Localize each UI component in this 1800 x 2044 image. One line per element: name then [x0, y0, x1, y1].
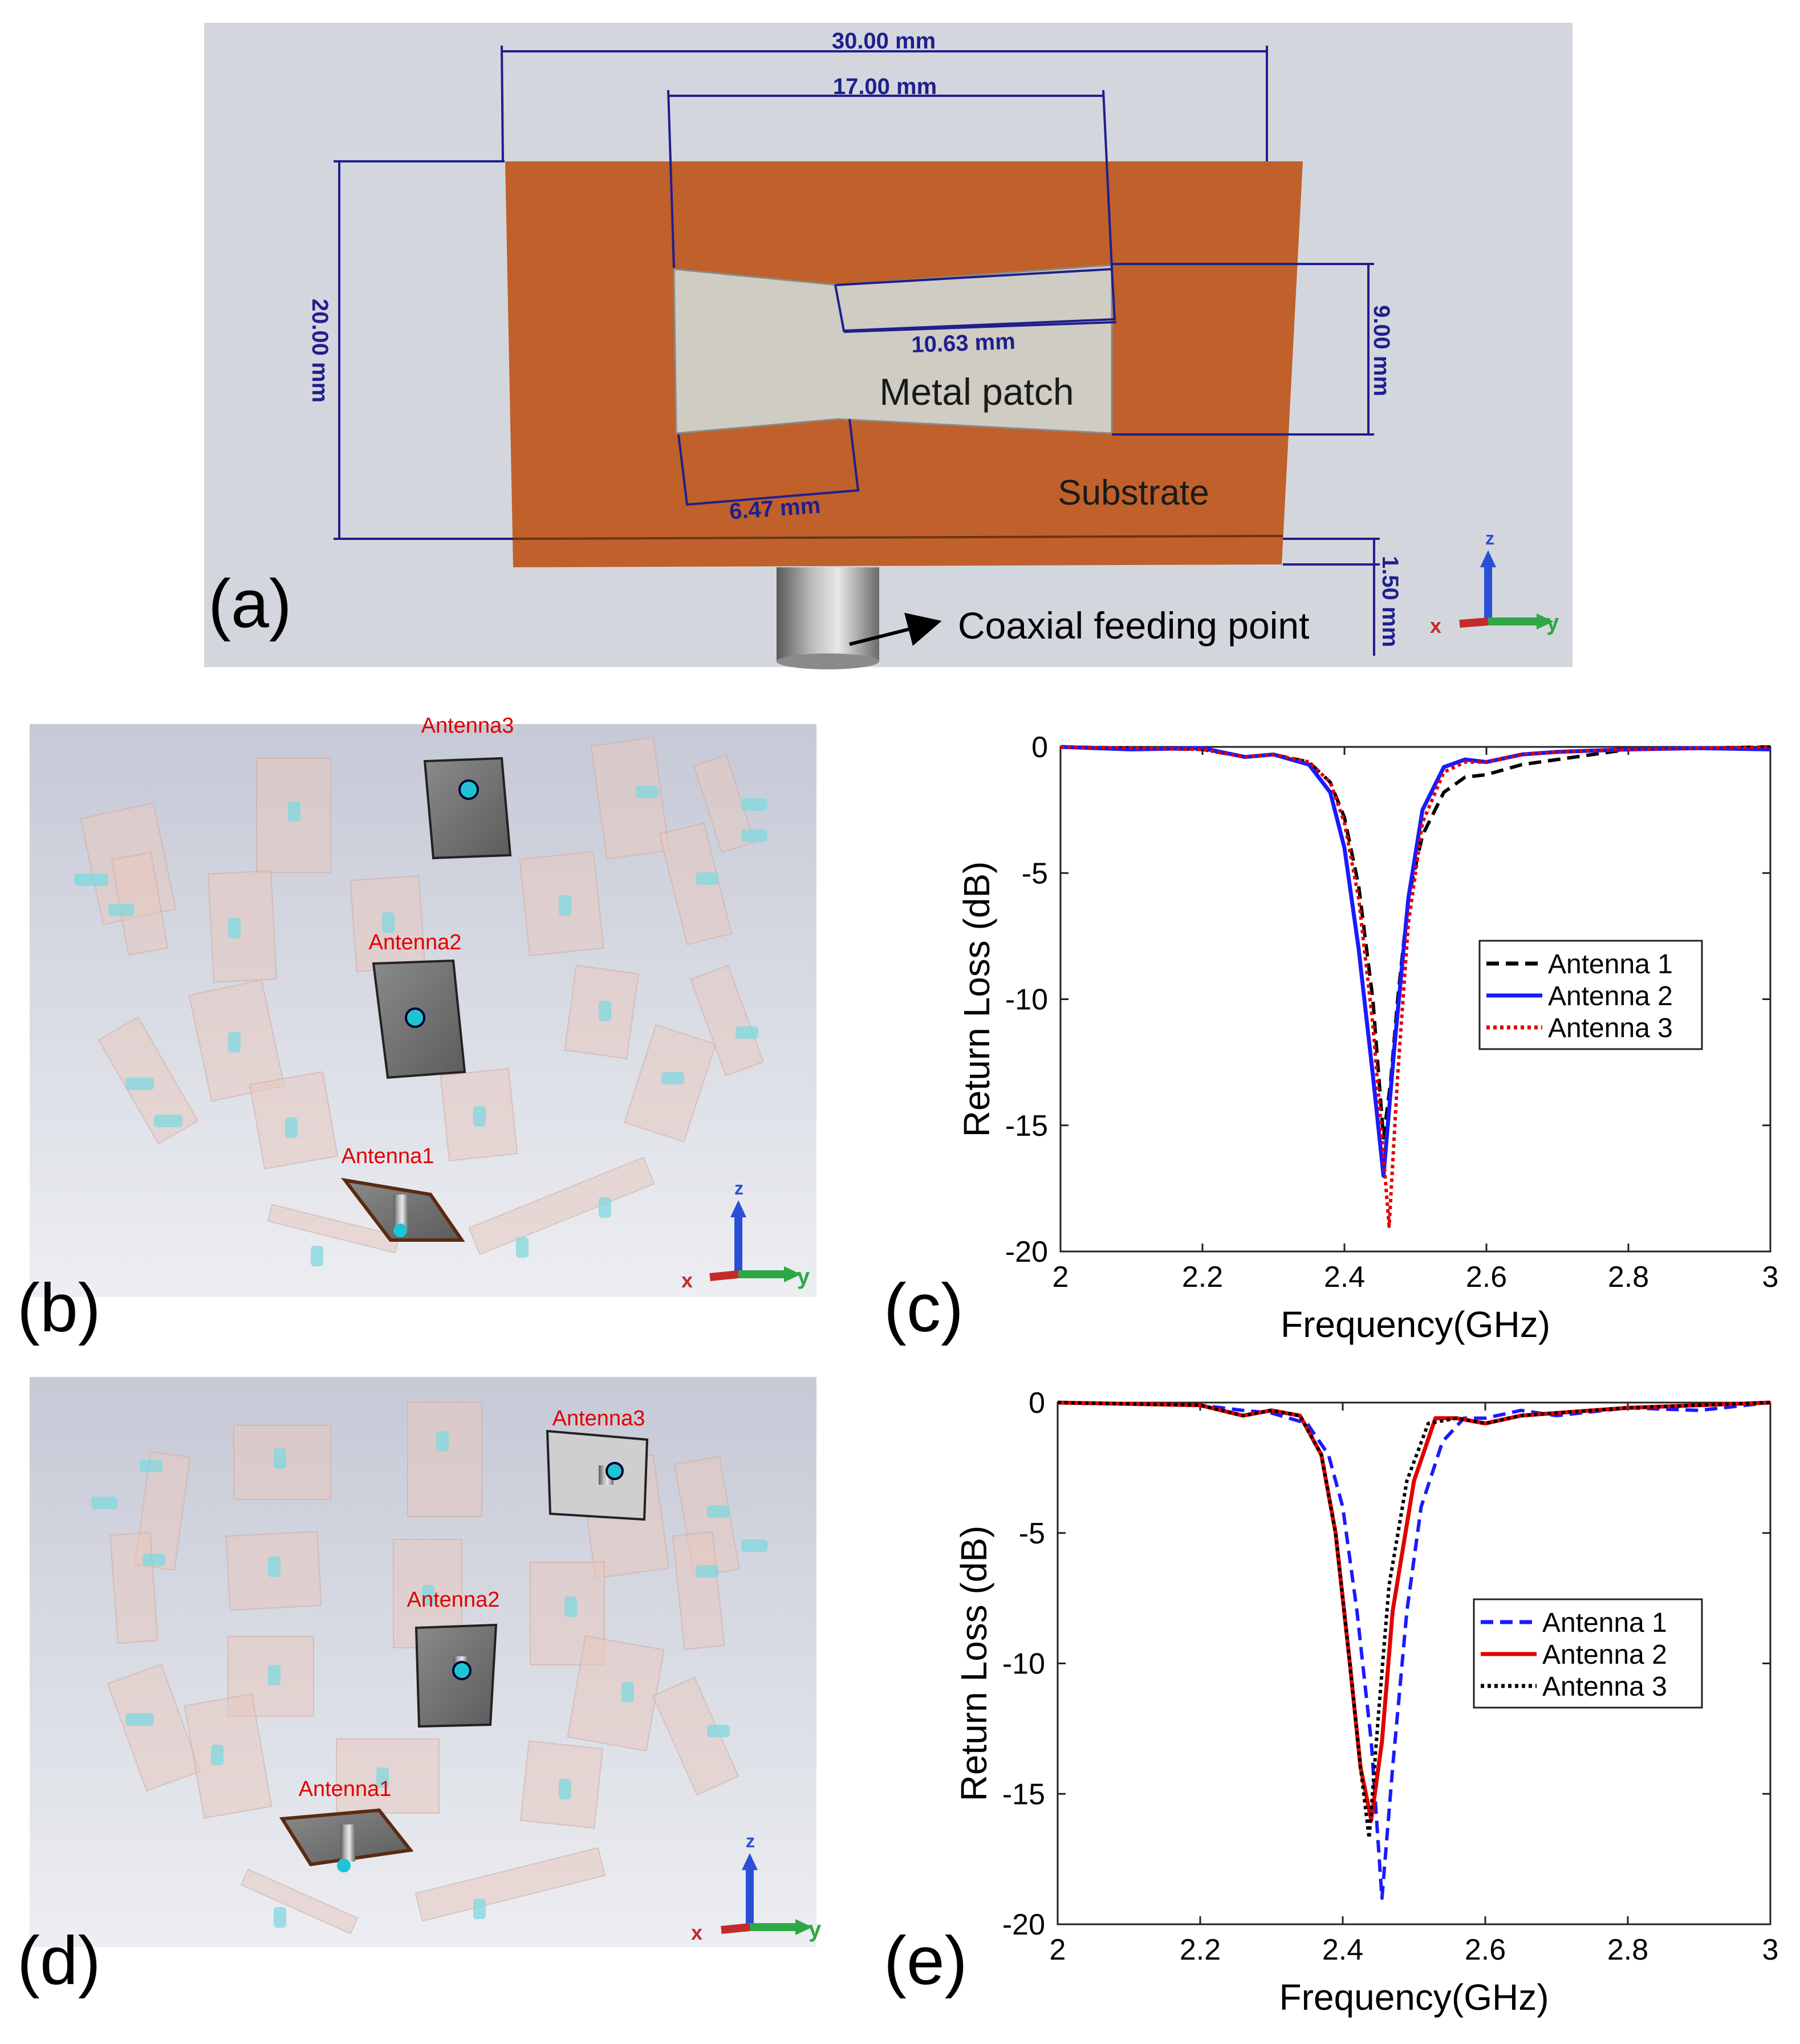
- axes-triad-a: z y x: [1430, 528, 1559, 637]
- antenna3-b: [423, 757, 512, 860]
- coax-label: Coaxial feeding point: [958, 604, 1309, 647]
- y-tick-label: -15: [1002, 1778, 1045, 1811]
- dim-thickness: 1.50 mm: [1378, 556, 1403, 647]
- axes-triad-d: z y x: [691, 1831, 822, 1944]
- axes-triad-b: z y x: [681, 1178, 810, 1292]
- antenna2-d: [415, 1623, 498, 1728]
- x-tick-label: 2.6: [1465, 1933, 1506, 1966]
- y-tick-label: -5: [1022, 857, 1048, 890]
- panel-b-label: (b): [17, 1270, 101, 1346]
- panel-a-label: (a): [208, 566, 292, 642]
- x-axis-label: Frequency(GHz): [1281, 1304, 1550, 1345]
- panel-d: Antenna3 Antenna2 Antenna1 z y x (d): [17, 1377, 822, 1999]
- y-tick-label: -10: [1005, 984, 1048, 1017]
- coax-end: [777, 653, 879, 669]
- x-tick-label: 2.6: [1466, 1261, 1507, 1294]
- axis-x-label-b: x: [681, 1269, 693, 1292]
- coax-connector: [777, 567, 879, 661]
- x-tick-label: 2: [1050, 1933, 1066, 1966]
- notch-outline: [677, 418, 860, 506]
- x-tick-label: 2: [1053, 1261, 1069, 1294]
- substrate-edge: [513, 535, 1283, 540]
- dim-width: 30.00 mm: [832, 29, 936, 54]
- axis-z-label-b: z: [734, 1178, 743, 1198]
- series-line-antenna-3: [1057, 1401, 1771, 1840]
- antenna3-label-d: Antenna3: [552, 1407, 645, 1431]
- y-tick-label: 0: [1029, 1387, 1045, 1420]
- series-line-antenna-3: [1060, 745, 1771, 1228]
- antenna1-d: [279, 1808, 414, 1872]
- axis-z-label-d: z: [746, 1831, 755, 1851]
- x-tick-label: 3: [1762, 1261, 1779, 1294]
- dim-slot-length: 10.63 mm: [911, 329, 1016, 357]
- antenna1-label-d: Antenna1: [299, 1777, 392, 1801]
- x-tick-label: 3: [1762, 1933, 1779, 1966]
- antenna2-b: [372, 959, 466, 1079]
- antenna2-label-b: Antenna2: [369, 930, 462, 954]
- axis-x-label-d: x: [691, 1921, 702, 1944]
- y-tick-label: -20: [1002, 1908, 1045, 1941]
- axis-y-label-b: y: [797, 1264, 810, 1289]
- panel-a: 30.00 mm 17.00 mm 20.00 mm 10.63 mm 9.00…: [204, 23, 1573, 669]
- legend-label: Antenna 2: [1542, 1640, 1667, 1670]
- dim-patch-height: 9.00 mm: [1369, 305, 1394, 396]
- chart-e: 2 2.2 2.4 2.6 2.8 3 0 -5 -10 -15 -20Frequency(GHz)…: [953, 1387, 1778, 2018]
- faded-antennas-d: [107, 1402, 740, 1935]
- antenna1-label-b: Antenna1: [342, 1144, 434, 1168]
- antenna1-b: [341, 1177, 465, 1242]
- legend-label: Antenna 3: [1548, 1013, 1673, 1043]
- substrate-label: Substrate: [1058, 473, 1209, 513]
- antenna3-d: [546, 1429, 649, 1521]
- axis-y-label: y: [1546, 610, 1559, 635]
- axis-x-label: x: [1430, 614, 1441, 637]
- faded-connectors-b: [74, 786, 767, 1266]
- faded-connectors-d: [91, 1431, 767, 1928]
- x-tick-label: 2.8: [1608, 1261, 1649, 1294]
- y-tick-label: 0: [1031, 731, 1048, 764]
- y-axis-label: Return Loss (dB): [956, 862, 997, 1137]
- panel-d-label: (d): [17, 1923, 101, 1999]
- legend-label: Antenna 2: [1548, 981, 1673, 1011]
- x-axis-label: Frequency(GHz): [1279, 1977, 1549, 2018]
- metal-patch-label: Metal patch: [879, 371, 1074, 413]
- y-axis-label: Return Loss (dB): [953, 1526, 994, 1802]
- antenna2-label-d: Antenna2: [407, 1588, 500, 1612]
- axis-y-label-d: y: [808, 1917, 822, 1942]
- y-tick-label: -10: [1002, 1648, 1045, 1681]
- legend-label: Antenna 3: [1542, 1672, 1667, 1702]
- y-tick-label: -20: [1005, 1236, 1048, 1269]
- x-tick-label: 2.8: [1607, 1933, 1648, 1966]
- x-tick-label: 2.4: [1322, 1933, 1363, 1966]
- dimension-lines: [334, 45, 1380, 656]
- chart-c: 2 2.2 2.4 2.6 2.8 3 0 -5 -10 -15 -20Frequency(GHz)…: [956, 731, 1778, 1345]
- dim-height: 20.00 mm: [307, 299, 332, 403]
- legend-label: Antenna 1: [1548, 949, 1673, 980]
- y-tick-label: -5: [1019, 1517, 1045, 1550]
- x-tick-label: 2.4: [1324, 1261, 1365, 1294]
- panel-c-label: (c): [884, 1270, 964, 1346]
- panel-e-label: (e): [884, 1923, 968, 1999]
- dim-patch-width: 17.00 mm: [833, 74, 937, 99]
- antenna3-label-b: Antenna3: [421, 714, 514, 738]
- axis-z-label: z: [1485, 528, 1494, 548]
- x-tick-label: 2.2: [1182, 1261, 1223, 1294]
- y-tick-label: -15: [1005, 1110, 1048, 1143]
- coax-arrow: [849, 612, 942, 646]
- panel-b: Antenna3 Antenna2 Antenna1 z y x (b): [17, 714, 816, 1346]
- x-tick-label: 2.2: [1180, 1933, 1221, 1966]
- slot-outline: [834, 267, 1116, 332]
- legend-label: Antenna 1: [1542, 1608, 1667, 1638]
